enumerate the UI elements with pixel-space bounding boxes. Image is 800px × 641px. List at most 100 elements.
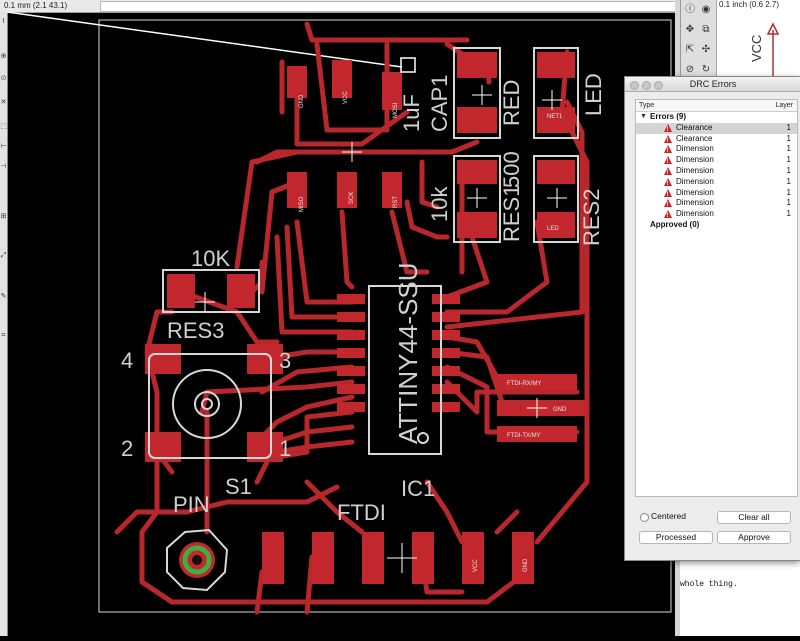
info-icon[interactable]: ⓘ bbox=[685, 4, 695, 15]
delete-tool-icon[interactable]: ✕ bbox=[0, 99, 7, 106]
cap1-value-label: 1uF bbox=[399, 94, 424, 132]
schematic-vcc-arrow bbox=[766, 22, 780, 78]
res3-value-label: 10K bbox=[191, 246, 230, 271]
ftdi-name-label: FTDI bbox=[337, 500, 386, 525]
led-name-label: LED bbox=[581, 73, 606, 116]
res1-name-label: RES1 bbox=[499, 185, 524, 242]
warning-icon bbox=[664, 188, 672, 200]
command-input[interactable] bbox=[100, 1, 677, 12]
pin-drill bbox=[192, 555, 202, 565]
warning-icon bbox=[664, 145, 672, 157]
pad-label-led: LED bbox=[547, 226, 559, 232]
centered-label: Centered bbox=[651, 511, 686, 521]
grid-tool-icon[interactable]: ⌗ bbox=[1, 332, 6, 339]
warning-icon bbox=[664, 210, 672, 222]
origin-crosses bbox=[195, 85, 567, 573]
s1-name-label: S1 bbox=[225, 474, 252, 499]
ic1-value-label: ATTINY44-SSU bbox=[393, 262, 423, 444]
silkscreen bbox=[148, 47, 579, 592]
smd-pads bbox=[167, 52, 587, 584]
group-tool-icon[interactable]: ⬚ bbox=[0, 123, 7, 130]
arrows-icon[interactable]: ⇱ bbox=[685, 44, 695, 55]
schematic-coordinate-readout: 0.1 inch (0.6 2.7) bbox=[719, 0, 780, 9]
pin-drill-ring bbox=[182, 545, 212, 575]
info-tool-icon[interactable]: I bbox=[2, 18, 5, 25]
red-name-label: RED bbox=[499, 80, 524, 126]
move-tool-icon[interactable]: ⊕ bbox=[0, 53, 7, 60]
pad-label-ftdi-rx: FTDI-RX/MY bbox=[507, 381, 541, 387]
pad-label-vcc: VCC bbox=[343, 91, 349, 104]
move-icon[interactable]: ✥ bbox=[685, 24, 695, 35]
warning-icon bbox=[664, 156, 672, 168]
rotate-icon[interactable]: ↻ bbox=[701, 64, 711, 75]
coordinate-readout: 0.1 mm (2.1 43.1) bbox=[4, 1, 68, 10]
warning-icon bbox=[664, 166, 672, 179]
pad-label-rst: RST bbox=[393, 196, 399, 208]
warning-icon bbox=[664, 199, 672, 211]
pin-name-label: PIN bbox=[173, 492, 210, 517]
left-toolbar: I ⊕ ⊙ ✕ ⬚ ⊢ ⊣ ⊞ ⤢ ✎ ⌗ bbox=[0, 12, 8, 636]
warning-icon bbox=[664, 177, 672, 190]
list-header: Type Layer bbox=[636, 100, 797, 112]
pad-label-mosi: MOSI bbox=[393, 102, 399, 118]
route-tool-icon[interactable]: ⊞ bbox=[0, 213, 7, 220]
pad-label-miso: MISO bbox=[299, 196, 305, 212]
coordinate-bar: 0.1 mm (2.1 43.1) bbox=[0, 0, 680, 13]
drc-pointer-line bbox=[6, 11, 403, 68]
res2-value-label: 500 bbox=[499, 151, 524, 188]
text-editor-area[interactable]: whole thing. bbox=[680, 558, 800, 636]
split-tool-icon[interactable]: ⊢ bbox=[0, 143, 7, 150]
centered-checkbox[interactable] bbox=[640, 513, 649, 522]
errors-group[interactable]: ▼ Errors (9) bbox=[640, 112, 687, 121]
drc-error-marker bbox=[400, 57, 416, 73]
close-window-icon[interactable] bbox=[630, 81, 639, 90]
warning-icon bbox=[664, 123, 672, 136]
clear-all-button[interactable]: Clear all bbox=[717, 511, 791, 524]
miter-tool-icon[interactable]: ⊣ bbox=[0, 163, 7, 170]
eye-icon[interactable]: ◉ bbox=[701, 4, 711, 15]
ftdi-vcc-label: VCC bbox=[473, 559, 479, 572]
right-toolbar: ⓘ ◉ ✥ ⧉ ⇱ ✣ ⊘ ↻ bbox=[680, 0, 717, 80]
dialog-title: DRC Errors bbox=[689, 79, 737, 89]
ic1-name-label: IC1 bbox=[401, 476, 435, 501]
pcb-canvas[interactable]: 10K RES3 IC1 S1 PIN FTDI 4 3 2 1 ATTINY4… bbox=[6, 11, 675, 636]
approve-button[interactable]: Approve bbox=[717, 531, 791, 544]
draw-tool-icon[interactable]: ✎ bbox=[0, 293, 7, 300]
text-snippet: whole thing. bbox=[680, 580, 738, 589]
zoom-window-icon[interactable] bbox=[654, 81, 663, 90]
ftdi-gnd-label: GND bbox=[523, 558, 529, 572]
cross-arrows-icon[interactable]: ✣ bbox=[701, 44, 711, 55]
copy-icon[interactable]: ⧉ bbox=[702, 24, 710, 35]
lock-icon[interactable]: ⊘ bbox=[685, 64, 695, 75]
switch-pin-3: 3 bbox=[279, 348, 291, 373]
column-layer[interactable]: Layer bbox=[775, 102, 793, 109]
column-type[interactable]: Type bbox=[639, 102, 655, 109]
dialog-titlebar[interactable]: DRC Errors bbox=[625, 77, 800, 92]
pad-label-gnd: GND bbox=[299, 94, 305, 108]
cap1-label: CAP1 bbox=[427, 75, 452, 132]
ripup-tool-icon[interactable]: ⤢ bbox=[0, 252, 7, 259]
res2-name-label: RES2 bbox=[579, 189, 604, 246]
switch-pin-1: 1 bbox=[279, 436, 291, 461]
processed-button[interactable]: Processed bbox=[639, 531, 713, 544]
switch-pin-2: 2 bbox=[121, 436, 133, 461]
disclosure-triangle-icon[interactable]: ▼ bbox=[640, 113, 647, 120]
minimize-window-icon[interactable] bbox=[642, 81, 651, 90]
drc-errors-dialog: DRC Errors Type Layer ▼ Errors (9) Clear… bbox=[624, 76, 800, 561]
rotate-tool-icon[interactable]: ⊙ bbox=[0, 75, 7, 82]
schematic-vcc-label: VCC bbox=[749, 34, 764, 62]
approved-group[interactable]: Approved (0) bbox=[650, 219, 700, 229]
switch-pads bbox=[145, 344, 283, 462]
pad-label-gnd2: GND bbox=[553, 407, 567, 413]
pad-label-sck: SCK bbox=[349, 192, 355, 204]
